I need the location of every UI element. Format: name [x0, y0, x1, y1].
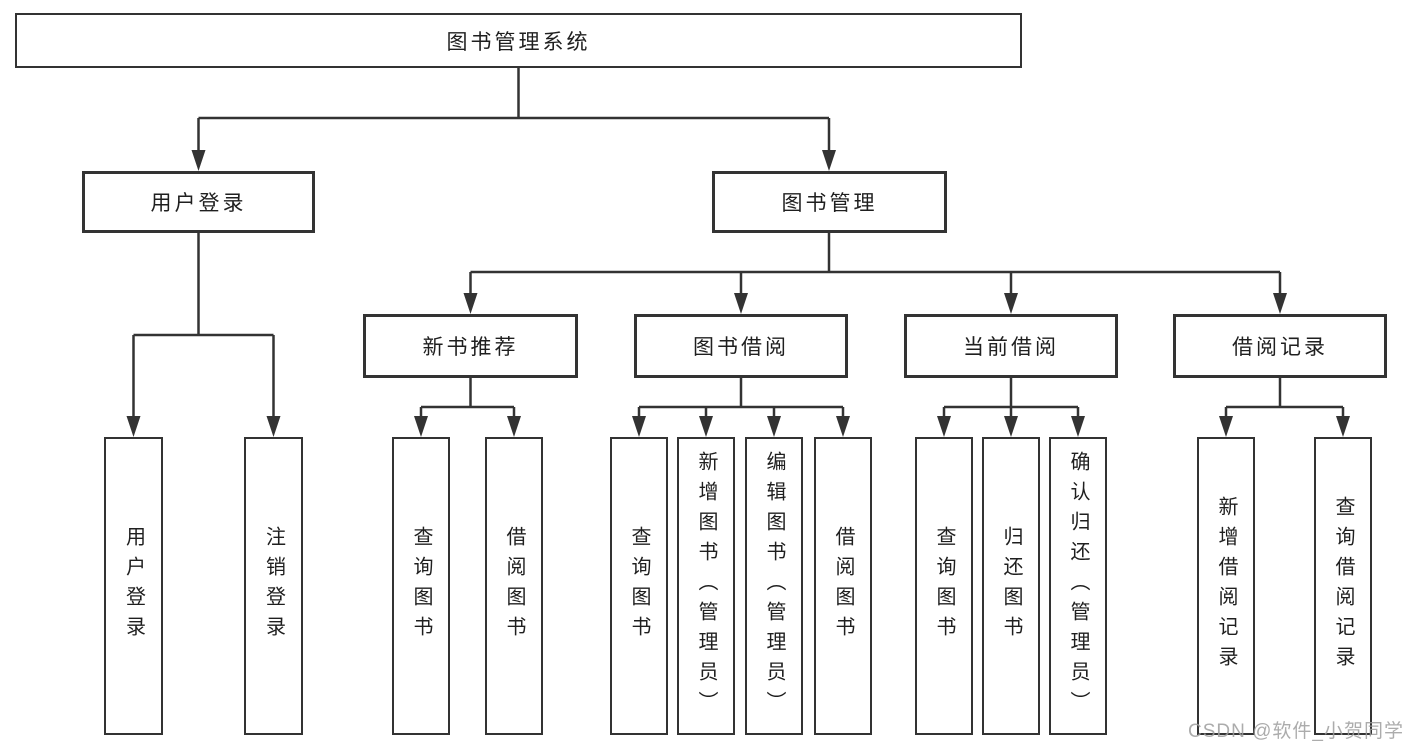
- leaf-logout: 注销登录: [244, 437, 303, 735]
- connector-book-management-children: [469, 233, 1282, 295]
- node-current-borrow: 当前借阅: [904, 314, 1118, 378]
- connector-new-book-recommend-children: [419, 377, 516, 418]
- node-root-system: 图书管理系统: [15, 13, 1022, 68]
- node-user-login: 用户登录: [82, 171, 315, 233]
- leaf-label: 借阅图书: [503, 526, 525, 646]
- leaf-borrow-book-recommend: 借阅图书: [485, 437, 543, 735]
- leaf-confirm-return-admin: 确认归还（管理员）: [1049, 437, 1107, 735]
- arrowheads: [126, 150, 1350, 437]
- leaf-label: 查询图书: [410, 526, 432, 646]
- node-new-book-recommend: 新书推荐: [363, 314, 578, 378]
- connector-borrow-record-children: [1224, 377, 1345, 418]
- leaf-edit-book-admin: 编辑图书（管理员）: [745, 437, 803, 735]
- leaf-add-borrow-record: 新增借阅记录: [1197, 437, 1255, 735]
- leaf-label: 查询图书: [933, 526, 955, 646]
- leaf-label: 查询图书: [628, 526, 650, 646]
- leaf-label: 查询借阅记录: [1332, 496, 1354, 676]
- csdn-watermark: CSDN @软件_小贺同学: [1188, 721, 1404, 742]
- connector-user-login-children: [132, 233, 275, 418]
- leaf-label: 借阅图书: [832, 526, 854, 646]
- connector-current-borrow-children: [942, 377, 1080, 418]
- leaf-label: 新增借阅记录: [1215, 496, 1237, 676]
- leaf-return-book: 归还图书: [982, 437, 1040, 735]
- leaf-label: 注销登录: [262, 526, 285, 646]
- node-book-management: 图书管理: [712, 171, 947, 233]
- leaf-query-book-recommend: 查询图书: [392, 437, 450, 735]
- leaf-label: 新增图书（管理员）: [695, 451, 717, 721]
- node-borrow-record: 借阅记录: [1173, 314, 1387, 378]
- leaf-label: 用户登录: [122, 526, 145, 646]
- leaf-query-borrow-record: 查询借阅记录: [1314, 437, 1372, 735]
- leaf-label: 归还图书: [1000, 526, 1022, 646]
- connector-root-to-level2: [197, 68, 831, 152]
- leaf-borrow-book: 借阅图书: [814, 437, 872, 735]
- connector-book-borrow-children: [637, 377, 845, 418]
- leaf-query-book-current: 查询图书: [915, 437, 973, 735]
- node-book-borrow: 图书借阅: [634, 314, 848, 378]
- leaf-label: 编辑图书（管理员）: [763, 451, 785, 721]
- leaf-label: 确认归还（管理员）: [1067, 451, 1089, 721]
- leaf-add-book-admin: 新增图书（管理员）: [677, 437, 735, 735]
- leaf-query-book-borrow: 查询图书: [610, 437, 668, 735]
- leaf-user-login: 用户登录: [104, 437, 163, 735]
